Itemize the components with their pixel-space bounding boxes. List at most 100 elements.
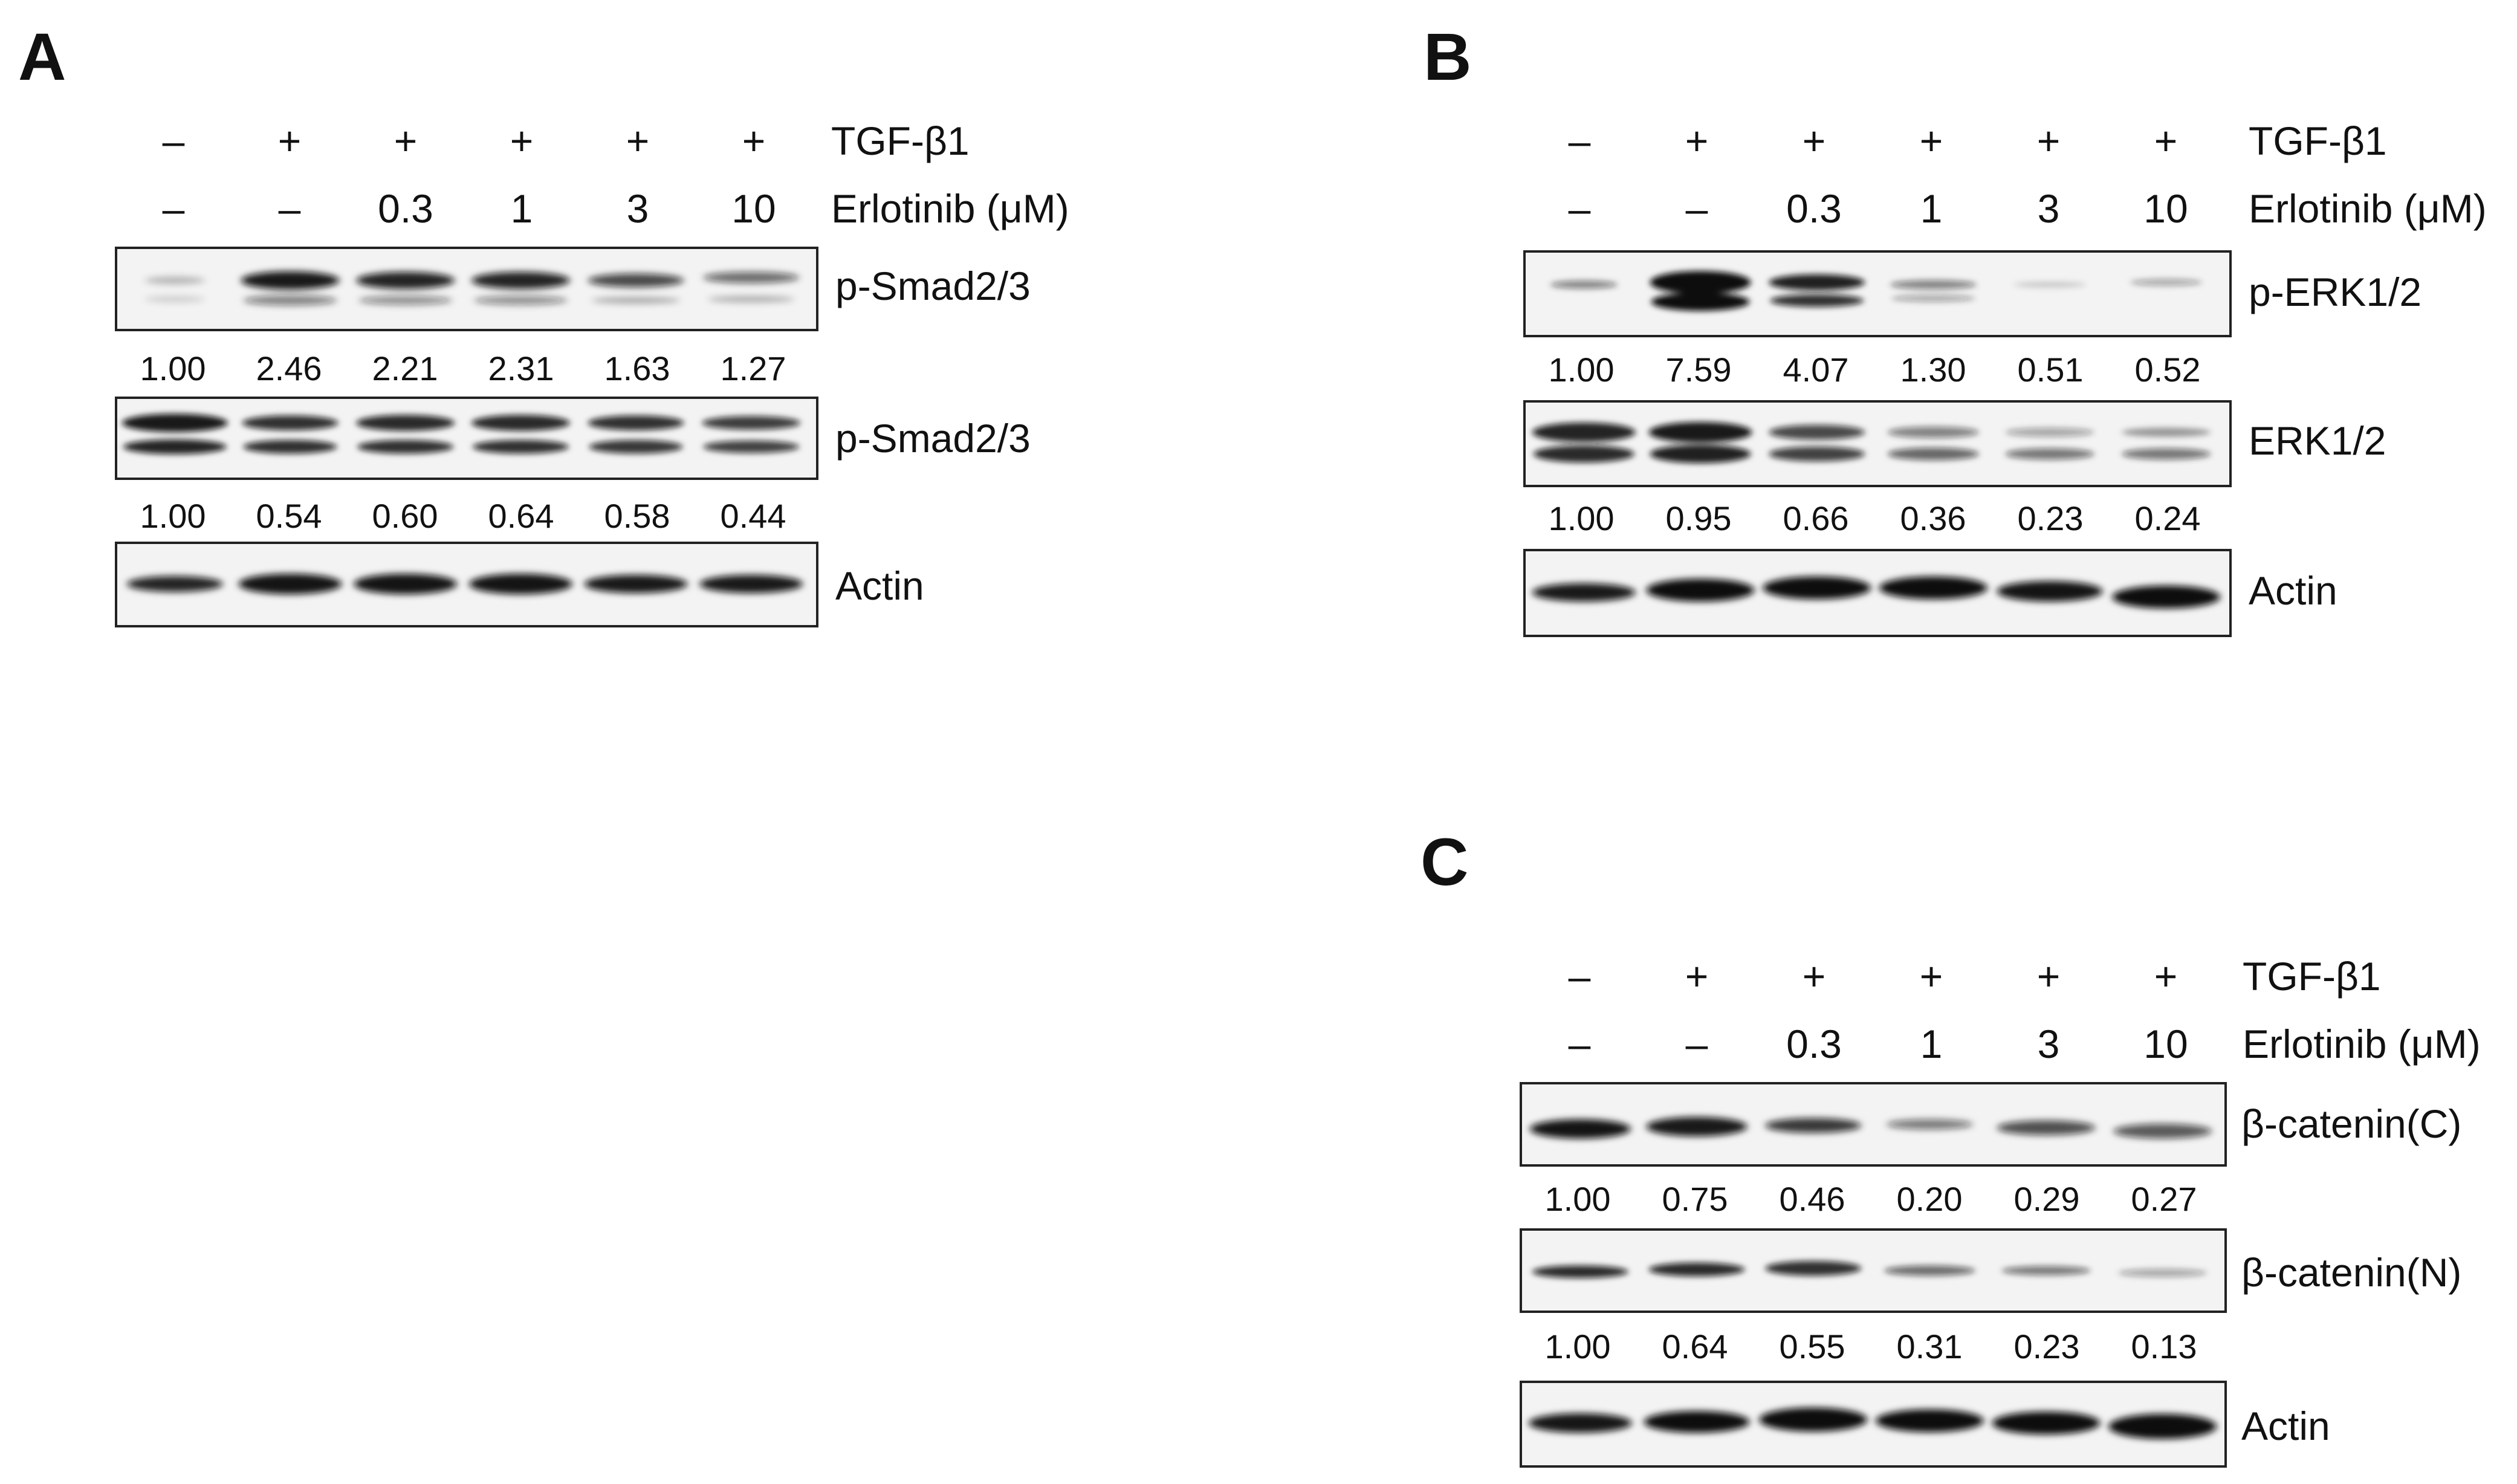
erlotinib-cell: – bbox=[1568, 1022, 1591, 1066]
quant-value: 0.13 bbox=[2131, 1327, 2197, 1366]
quant-value: 0.31 bbox=[1896, 1327, 1963, 1366]
quant-value: 1.00 bbox=[140, 349, 206, 387]
tgf-cell: + bbox=[394, 118, 418, 163]
tgf-cell: – bbox=[1568, 118, 1591, 163]
quant-value: 0.75 bbox=[1662, 1180, 1728, 1218]
tgf-cell: – bbox=[1568, 954, 1591, 999]
blot-image bbox=[115, 542, 818, 627]
blot-image bbox=[115, 397, 818, 480]
erlotinib-cell: 10 bbox=[2143, 1022, 2188, 1066]
quant-value: 1.30 bbox=[1900, 351, 1966, 389]
blot-image bbox=[1523, 549, 2232, 637]
band-label: Actin bbox=[2249, 568, 2337, 613]
blot-bands bbox=[1532, 1260, 2208, 1278]
blot-image bbox=[1523, 400, 2232, 487]
erlotinib-cell: 0.3 bbox=[1786, 186, 1842, 231]
blot-bands bbox=[121, 413, 801, 455]
panel-letter-c: C bbox=[1420, 825, 1469, 899]
tgf-cell: + bbox=[2154, 954, 2178, 999]
erlotinib-cell: 0.3 bbox=[378, 186, 433, 231]
quant-value: 0.23 bbox=[2013, 1327, 2080, 1366]
erlotinib-label: Erlotinib (μM) bbox=[831, 186, 1069, 231]
erlotinib-cell: – bbox=[278, 186, 301, 231]
quant-value: 2.31 bbox=[488, 349, 554, 387]
blot-bands bbox=[1532, 422, 2211, 464]
erlotinib-cell: 1 bbox=[1920, 186, 1943, 231]
quant-value: 0.44 bbox=[720, 497, 786, 535]
quant-value: 0.55 bbox=[1779, 1327, 1845, 1366]
erlotinib-cell: 1 bbox=[510, 186, 533, 231]
erlotinib-cell: 3 bbox=[2037, 186, 2060, 231]
band-label: Actin bbox=[835, 563, 924, 608]
quant-value: 0.52 bbox=[2134, 351, 2201, 389]
quant-value: 0.60 bbox=[372, 497, 438, 535]
tgf-cell: + bbox=[742, 118, 766, 163]
quant-value: 0.64 bbox=[488, 497, 554, 535]
tgf-cell: + bbox=[510, 118, 534, 163]
band-label: p-Smad2/3 bbox=[835, 264, 1031, 308]
quant-value: 0.64 bbox=[1662, 1327, 1728, 1366]
erlotinib-cell: – bbox=[1685, 186, 1708, 231]
erlotinib-cell: – bbox=[1685, 1022, 1708, 1066]
quant-value: 2.46 bbox=[256, 349, 322, 387]
blot-bands bbox=[126, 574, 803, 595]
erlotinib-cell: 10 bbox=[2143, 186, 2188, 231]
erlotinib-cell: 1 bbox=[1920, 1022, 1943, 1066]
quant-value: 0.95 bbox=[1665, 499, 1732, 537]
quant-value: 0.29 bbox=[2013, 1180, 2080, 1218]
tgf-label: TGF-β1 bbox=[2243, 954, 2381, 999]
tgf-label: TGF-β1 bbox=[2249, 118, 2387, 163]
band-label: β-catenin(C) bbox=[2241, 1101, 2462, 1146]
tgf-cell: + bbox=[626, 118, 650, 163]
tgf-cell: + bbox=[2154, 118, 2178, 163]
quant-value: 0.24 bbox=[2134, 499, 2201, 537]
blot-bands bbox=[144, 271, 800, 306]
quant-value: 1.00 bbox=[1548, 351, 1615, 389]
quant-value: 1.00 bbox=[1548, 499, 1615, 537]
quant-value: 0.51 bbox=[2017, 351, 2084, 389]
quant-value: 0.58 bbox=[604, 497, 670, 535]
quant-value: 0.66 bbox=[1783, 499, 1849, 537]
blot-bands bbox=[1532, 576, 2221, 609]
tgf-cell: + bbox=[1919, 954, 1943, 999]
tgf-label: TGF-β1 bbox=[831, 118, 970, 163]
blot-image bbox=[1520, 1228, 2227, 1313]
quant-value: 0.20 bbox=[1896, 1180, 1963, 1218]
erlotinib-label: Erlotinib (μM) bbox=[2249, 186, 2487, 231]
band-label: Actin bbox=[2241, 1404, 2330, 1448]
tgf-cell: + bbox=[277, 118, 302, 163]
tgf-cell: + bbox=[1919, 118, 1943, 163]
panel-letter-a: A bbox=[18, 20, 66, 94]
quant-value: 4.07 bbox=[1783, 351, 1849, 389]
band-label: p-Smad2/3 bbox=[835, 416, 1031, 461]
tgf-cell: + bbox=[2036, 118, 2061, 163]
tgf-cell: + bbox=[1802, 954, 1826, 999]
quant-value: 0.27 bbox=[2131, 1180, 2197, 1218]
erlotinib-cell: 10 bbox=[731, 186, 776, 231]
tgf-cell: + bbox=[2036, 954, 2061, 999]
quant-value: 0.23 bbox=[2017, 499, 2084, 537]
quant-value: 1.00 bbox=[1544, 1327, 1611, 1366]
panel-letter-b: B bbox=[1424, 20, 1472, 94]
blot-bands bbox=[1528, 1407, 2217, 1439]
band-label: ERK1/2 bbox=[2249, 418, 2386, 463]
blot-image bbox=[1520, 1082, 2227, 1167]
band-label: p-ERK1/2 bbox=[2249, 270, 2422, 314]
blot-image bbox=[1520, 1381, 2227, 1468]
blot-image bbox=[115, 247, 818, 331]
quant-value: 0.46 bbox=[1779, 1180, 1845, 1218]
quant-value: 7.59 bbox=[1665, 351, 1732, 389]
blot-image bbox=[1523, 250, 2232, 337]
quant-value: 1.63 bbox=[604, 349, 670, 387]
quant-value: 1.27 bbox=[720, 349, 786, 387]
blot-bands bbox=[1550, 271, 2203, 311]
quant-value: 2.21 bbox=[372, 349, 438, 387]
erlotinib-label: Erlotinib (μM) bbox=[2243, 1022, 2481, 1066]
tgf-cell: + bbox=[1802, 118, 1826, 163]
quant-value: 0.36 bbox=[1900, 499, 1966, 537]
tgf-cell: + bbox=[1685, 118, 1709, 163]
quant-value: 1.00 bbox=[140, 497, 206, 535]
band-label: β-catenin(N) bbox=[2241, 1250, 2462, 1295]
quant-value: 1.00 bbox=[1544, 1180, 1611, 1218]
erlotinib-cell: 0.3 bbox=[1786, 1022, 1842, 1066]
